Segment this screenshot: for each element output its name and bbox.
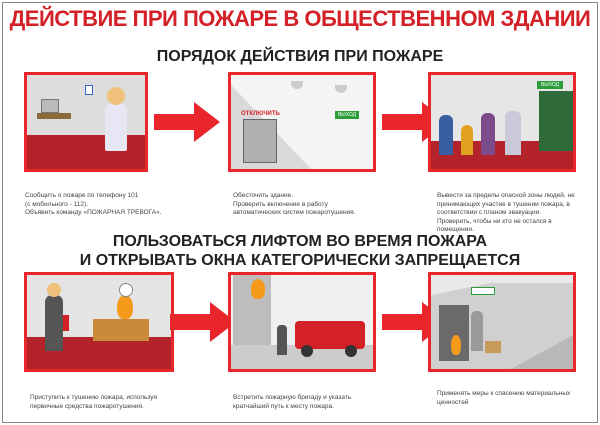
extinguisher-icon <box>63 315 69 331</box>
arrow-right-icon <box>154 102 220 142</box>
alarm-button-icon <box>85 85 93 95</box>
exit-door <box>539 91 573 151</box>
warning-text: ПОЛЬЗОВАТЬСЯ ЛИФТОМ ВО ВРЕМЯ ПОЖАРА И ОТ… <box>0 232 600 270</box>
exit-sign: ВЫХОД <box>537 81 563 89</box>
fire-truck <box>295 321 365 349</box>
clock-icon <box>119 283 133 297</box>
person-figure <box>505 111 521 155</box>
panel-extinguish <box>24 272 174 372</box>
wheel <box>301 345 313 357</box>
arrow-right-icon <box>170 302 236 342</box>
person-head <box>107 87 125 105</box>
person-figure <box>481 113 495 155</box>
panel-power-off: ОТКЛЮЧИТЬ ВЫХОД <box>228 72 376 172</box>
poster-title: ДЕЙСТВИЕ ПРИ ПОЖАРЕ В ОБЩЕСТВЕННОМ ЗДАНИ… <box>9 6 591 31</box>
person-figure <box>471 311 483 351</box>
section-title: ПОРЯДОК ДЕЙСТВИЯ ПРИ ПОЖАРЕ <box>156 48 444 65</box>
fire-icon <box>251 279 265 299</box>
step-2-caption: Обесточить здание.Проверить включение в … <box>233 192 356 216</box>
sprinkler-icon <box>335 85 347 93</box>
fire-icon <box>117 295 133 319</box>
warning-line-1: ПОЛЬЗОВАТЬСЯ ЛИФТОМ ВО ВРЕМЯ ПОЖАРА <box>112 233 488 250</box>
panel-call-fire-service <box>24 72 148 172</box>
panel-meet-firefighters <box>228 272 376 372</box>
box-icon <box>485 341 501 353</box>
person-figure <box>45 295 63 351</box>
fire-icon <box>451 335 461 355</box>
computer-icon <box>41 99 59 113</box>
warning-line-2: И ОТКРЫВАТЬ ОКНА КАТЕГОРИЧЕСКИ ЗАПРЕЩАЕТ… <box>79 252 521 269</box>
step-3-caption: Вывести за пределы опасной зоны людей, н… <box>437 192 575 233</box>
panel-rescue-property <box>428 272 576 372</box>
person-figure <box>105 103 127 151</box>
panel-label: ОТКЛЮЧИТЬ <box>241 111 280 117</box>
cabinet <box>93 319 149 341</box>
firefighter-figure <box>277 325 287 355</box>
person-figure <box>439 115 453 155</box>
step-1-caption: Сообщить о пожаре по телефону 101(с моби… <box>25 192 162 216</box>
exit-sign: ВЫХОД <box>335 111 359 119</box>
panel-evacuation: ВЫХОД <box>428 72 576 172</box>
sprinkler-icon <box>291 81 303 89</box>
desk <box>37 113 71 119</box>
sign <box>471 287 495 295</box>
wheel <box>345 345 357 357</box>
person-head <box>47 283 61 297</box>
electrical-panel <box>243 119 277 163</box>
child-figure <box>461 125 473 155</box>
